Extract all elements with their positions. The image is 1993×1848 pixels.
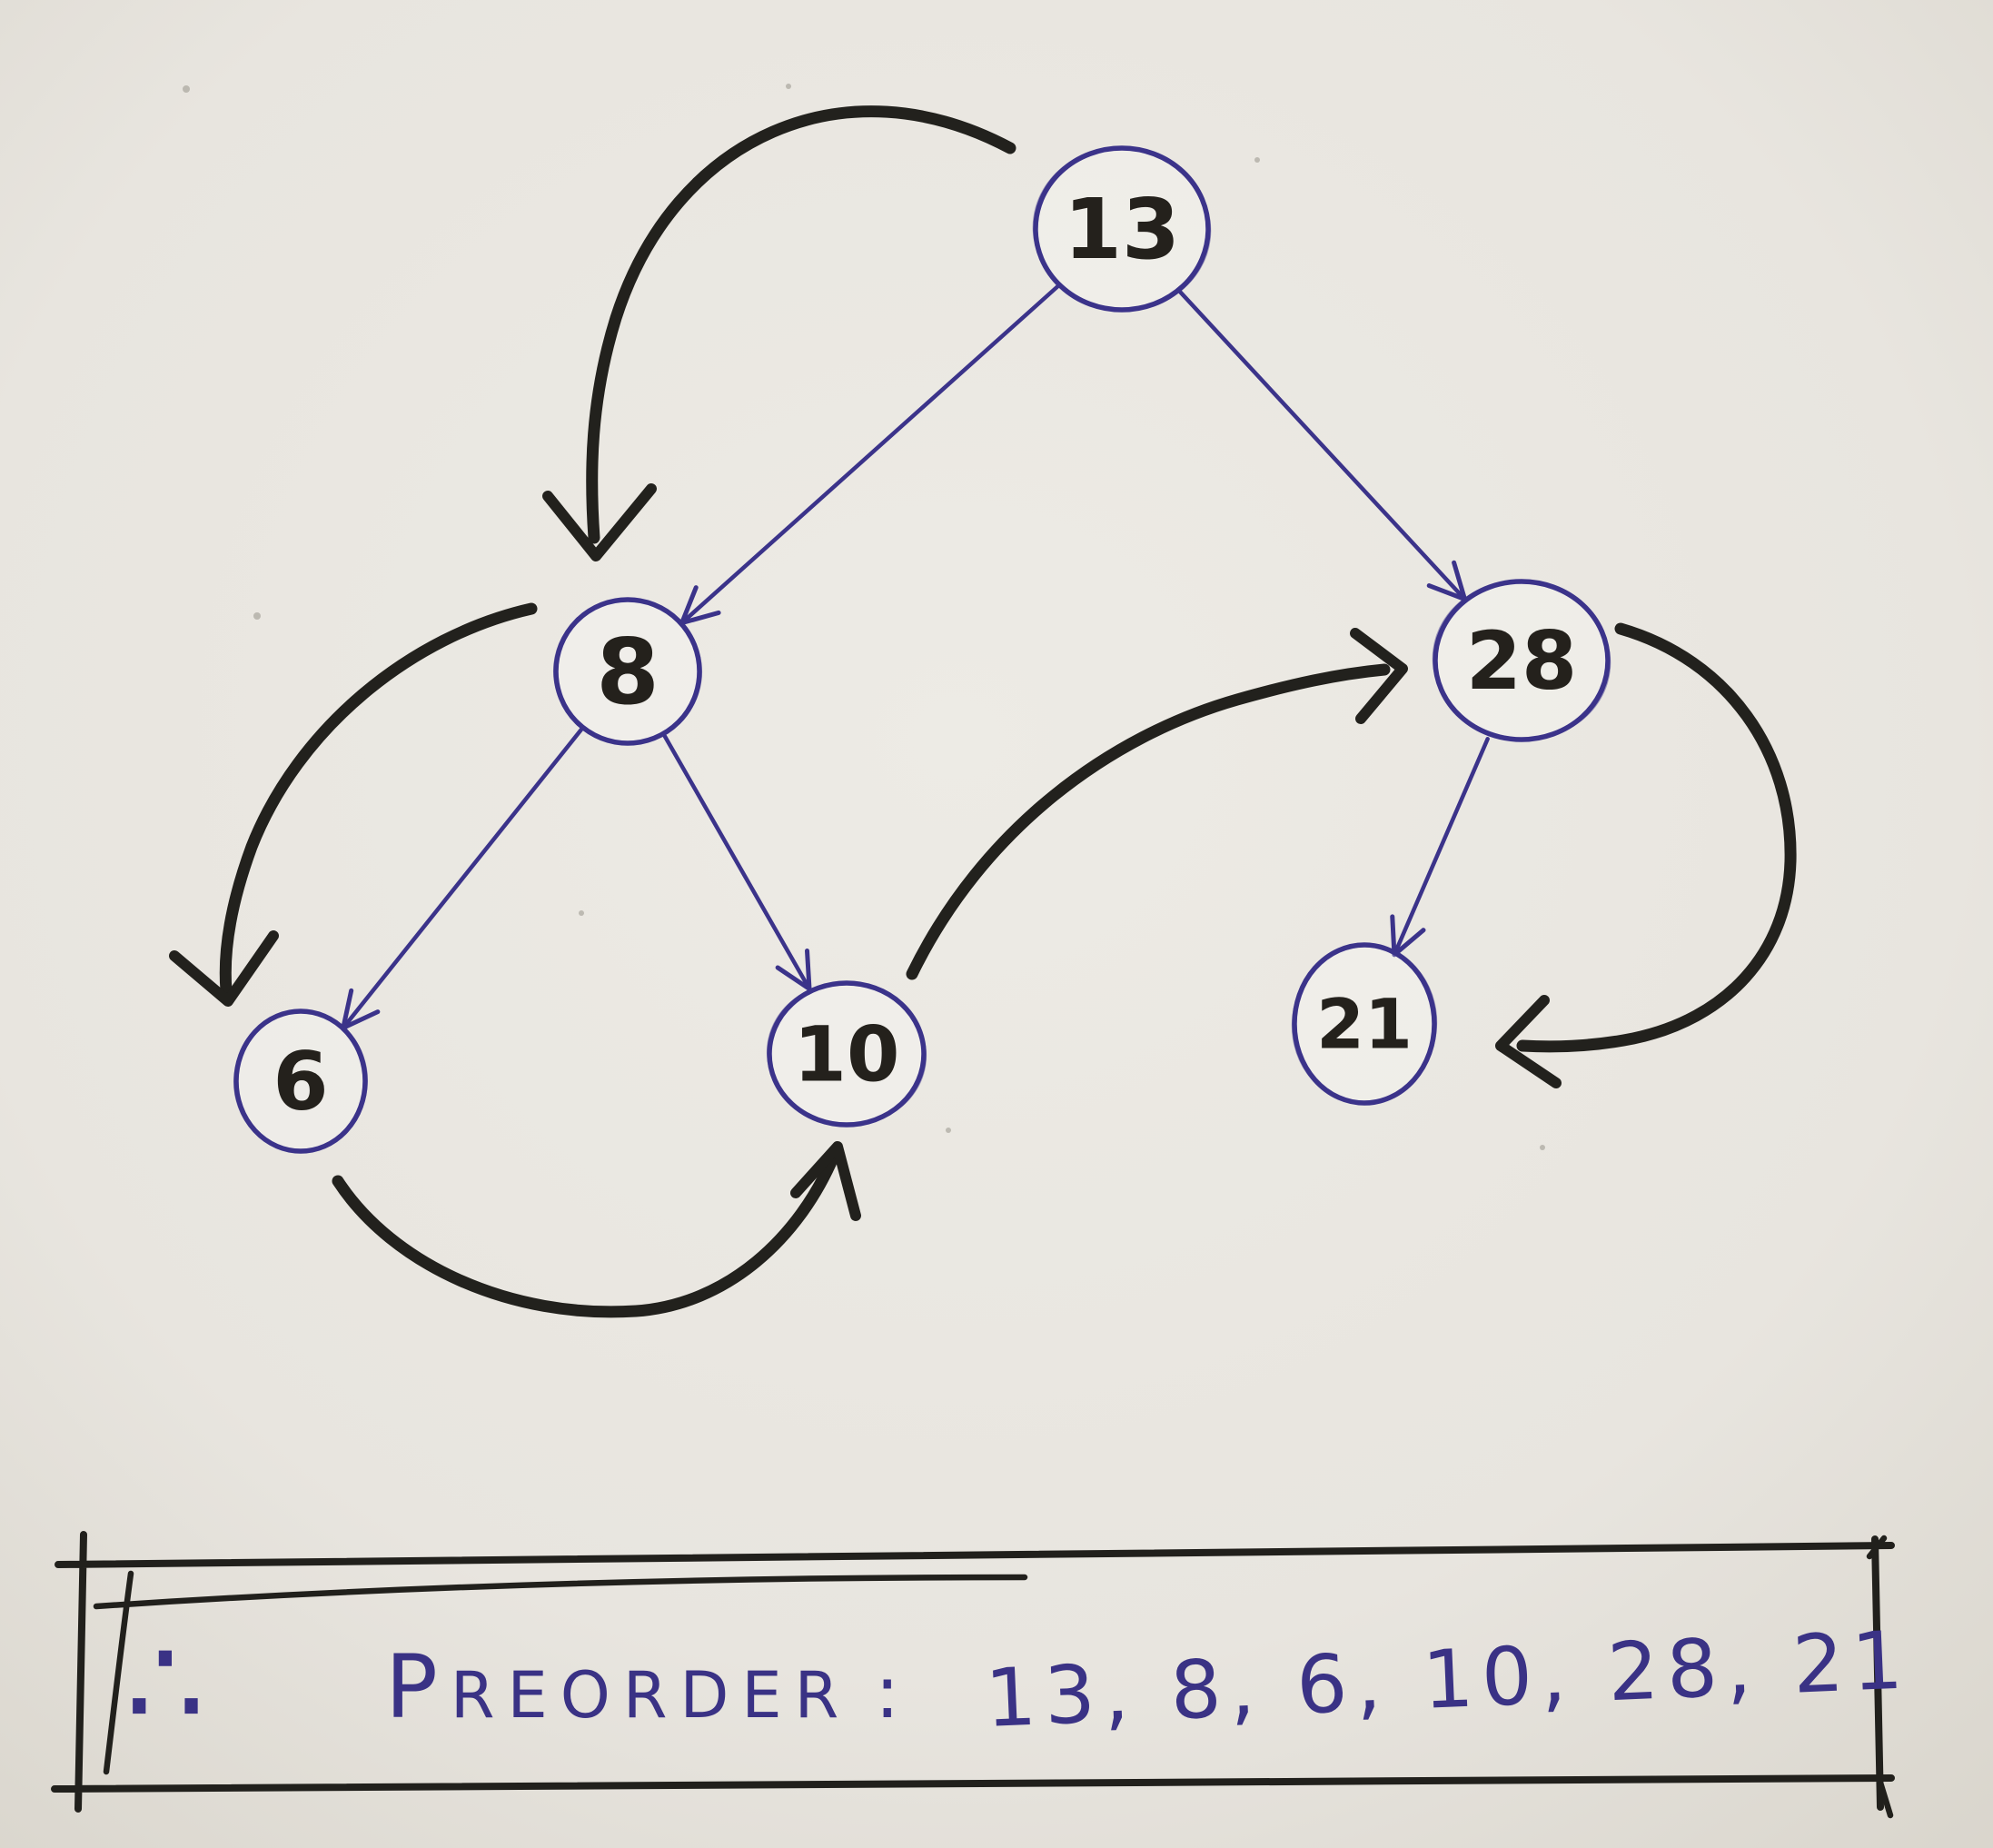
node-circle-6: [233, 1008, 368, 1154]
traversal-arrowhead-icon-13-8: [542, 483, 657, 561]
traversal-arrowhead-icon-10-28: [1350, 628, 1408, 724]
edge-8-10: [662, 733, 812, 991]
node-label-28: 28: [1466, 614, 1577, 708]
traversal-arrow-stroke-28-21: [1516, 622, 1797, 1053]
paper-speck: [579, 910, 584, 916]
traversal-arrow-stroke-6-10: [332, 1149, 840, 1318]
paper-speck: [786, 84, 791, 89]
node-13: 13: [1032, 145, 1212, 313]
traversal-arrow-10-28: [906, 628, 1408, 980]
paper-speck: [1540, 1145, 1545, 1150]
edge-line-13-28: [1178, 290, 1467, 601]
node-circle-10: [767, 980, 927, 1128]
paper-speck: [946, 1128, 951, 1133]
paper-specks: [183, 84, 1545, 1150]
node-circle-28: [1433, 579, 1611, 742]
traversal-arrow-13-8: [542, 105, 1016, 561]
preorder-label: PREORDER:: [385, 1636, 912, 1738]
traversal-arrow-6-10: [332, 1141, 861, 1318]
result-box-border: [51, 1531, 1895, 1813]
traversal-arrow-28-21: [1495, 622, 1797, 1088]
node-label-13: 13: [1064, 181, 1180, 278]
node-6: 6: [233, 1008, 368, 1154]
node-label-10: 10: [794, 1009, 900, 1098]
node-label-21: 21: [1316, 984, 1413, 1065]
traversal-arrowhead-icon-8-6: [169, 930, 279, 1007]
traversal-arrowhead-icon-6-10: [790, 1141, 861, 1221]
traversal-arrows-layer: [169, 105, 1797, 1318]
traversal-arrow-stroke-13-8: [586, 105, 1016, 544]
edge-arrowhead-icon-8-10: [775, 948, 812, 991]
traversal-arrow-stroke-8-6: [219, 602, 538, 997]
node-8: 8: [552, 597, 703, 746]
paper-speck: [183, 85, 190, 93]
node-28: 28: [1432, 579, 1611, 742]
node-circle-13: [1033, 145, 1211, 313]
node-10: 10: [766, 980, 927, 1128]
node-label-6: 6: [273, 1035, 328, 1128]
node-circle-8: [553, 597, 702, 746]
tree-edges-layer: [341, 284, 1490, 1030]
result-box-border-doubled-stroke: [93, 1535, 1894, 1819]
edge-line-8-6: [341, 727, 584, 1030]
traversal-arrow-8-6: [169, 602, 538, 1007]
node-circle-21: [1292, 942, 1437, 1106]
edge-line-8-10: [662, 733, 812, 991]
node-label-8: 8: [596, 619, 659, 725]
therefore-symbol: ∴: [125, 1610, 205, 1756]
paper-speck: [253, 612, 261, 620]
edge-line-13-8: [679, 284, 1060, 625]
edge-line-28-21: [1392, 737, 1490, 958]
traversal-arrowhead-icon-28-21: [1495, 995, 1562, 1088]
node-21: 21: [1291, 942, 1438, 1106]
paper-speck: [1254, 157, 1260, 163]
traversal-arrow-stroke-10-28: [906, 663, 1391, 980]
tree-nodes-layer: 13 8 28 6 10 21: [233, 145, 1611, 1154]
